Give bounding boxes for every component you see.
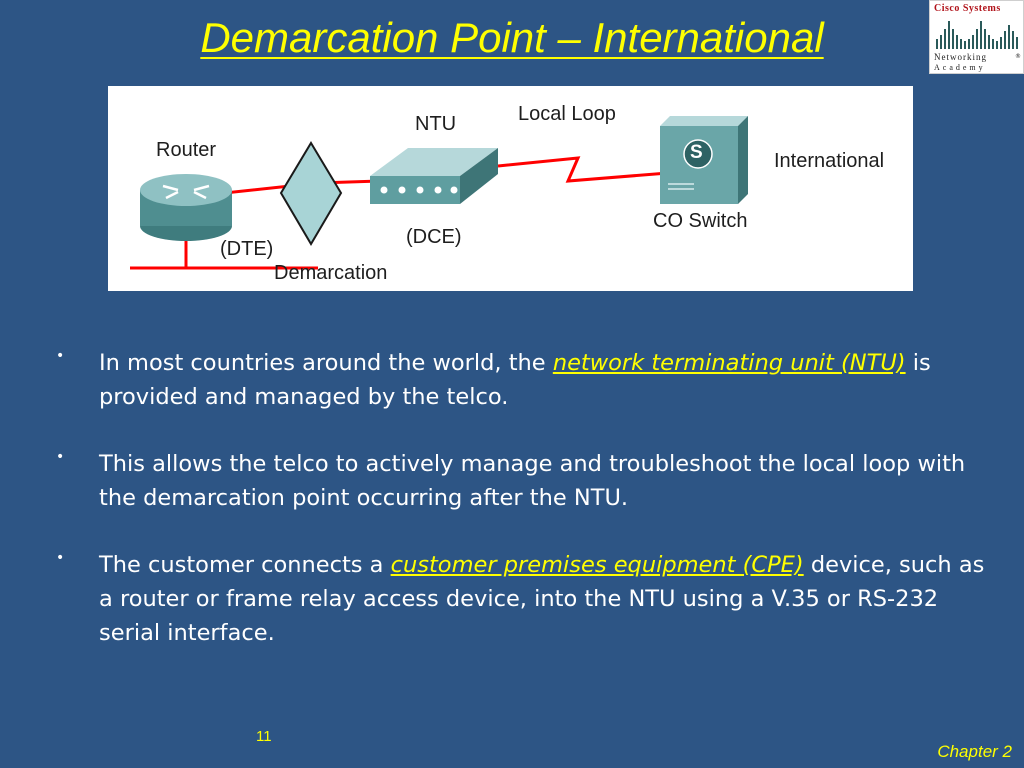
bullet-item: • The customer connects a customer premi… — [56, 548, 996, 650]
local-loop-label: Local Loop — [518, 103, 616, 125]
logo-line-networking: Networking — [934, 52, 987, 62]
co-switch-icon — [660, 116, 748, 204]
bullet-marker: • — [56, 449, 65, 465]
dce-label: (DCE) — [406, 226, 462, 248]
bullet-text: In most countries around the world, the … — [99, 350, 931, 410]
bullet-list: • In most countries around the world, th… — [56, 346, 996, 683]
diagram-graphics — [130, 116, 748, 270]
bullet-marker: • — [56, 348, 65, 364]
bullet-item: • This allows the telco to actively mana… — [56, 447, 996, 515]
international-label: International — [774, 150, 885, 172]
logo-line-academy: Academy — [934, 63, 986, 72]
local-loop-link — [497, 156, 669, 183]
bullet-item: • In most countries around the world, th… — [56, 346, 996, 414]
co-switch-label: CO Switch — [653, 210, 748, 232]
page-number: 11 — [256, 728, 272, 745]
bullet-marker: • — [56, 550, 65, 566]
demarcation-diamond-icon — [279, 141, 343, 246]
chapter-label: Chapter 2 — [937, 742, 1012, 761]
router-label: Router — [156, 139, 217, 161]
dte-label: (DTE) — [220, 238, 274, 260]
bullet-text: This allows the telco to actively manage… — [99, 451, 966, 511]
router-icon — [140, 174, 232, 241]
slide-title: Demarcation Point – International — [200, 14, 824, 61]
ntu-label: NTU — [415, 113, 457, 135]
logo-registered-mark: ® — [1015, 53, 1021, 60]
ntu-device-icon — [370, 148, 498, 204]
bridge-bars-icon — [936, 21, 1018, 49]
cisco-networking-academy-logo: Cisco Systems Networking ® Academy — [929, 0, 1024, 74]
bullet-text: The customer connects a customer premise… — [99, 552, 985, 646]
cpe-term-link[interactable]: customer premises equipment (CPE) — [390, 552, 804, 578]
switch-letter: S — [690, 142, 703, 163]
ntu-term-link[interactable]: network terminating unit (NTU) — [552, 350, 906, 376]
logo-brand: Cisco Systems — [934, 3, 1001, 14]
demarcation-label: Demarcation — [274, 262, 388, 284]
demarcation-diagram: S Router (DTE) Demarcation NTU (DCE) Loc… — [108, 86, 913, 291]
